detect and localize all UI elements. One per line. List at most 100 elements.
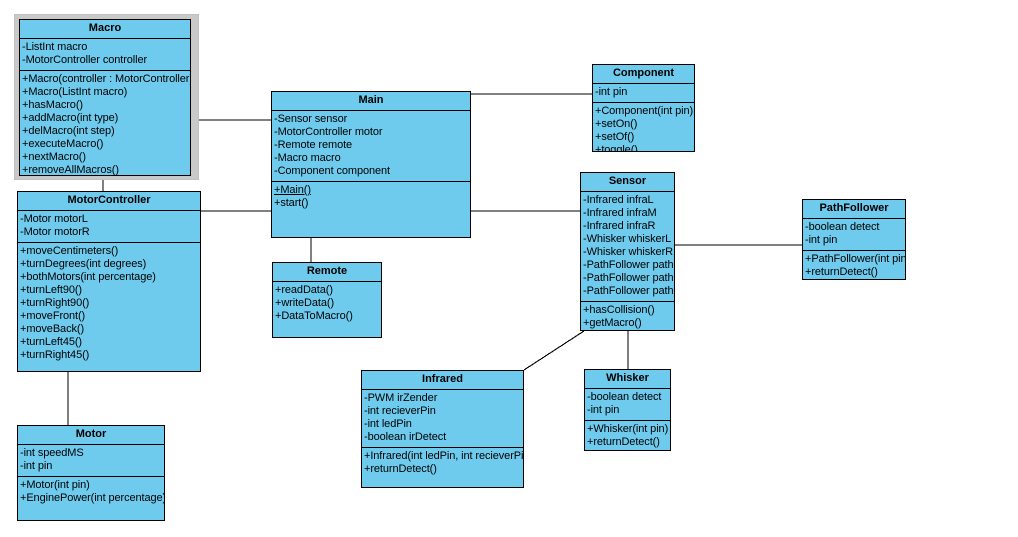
attribute: -boolean detect bbox=[805, 221, 880, 233]
class-box-whisker[interactable]: Whisker -boolean detect -int pin +Whiske… bbox=[584, 369, 671, 451]
class-attributes-macro: -ListInt macro -MotorController controll… bbox=[20, 39, 190, 71]
method: +getMacro() bbox=[583, 317, 642, 329]
assoc-sensor-infrared bbox=[523, 330, 585, 371]
class-box-infrared[interactable]: Infrared -PWM irZender -int recieverPin … bbox=[361, 370, 524, 488]
attribute: -Component component bbox=[274, 165, 391, 177]
class-attributes-motor: -int speedMS -int pin bbox=[18, 445, 164, 477]
attribute: -PathFollower pathM bbox=[583, 272, 675, 284]
method: +hasCollision() bbox=[583, 304, 655, 316]
attribute: -Whisker whiskerR bbox=[583, 246, 673, 258]
attribute: -Motor motorR bbox=[20, 226, 90, 238]
class-attributes-main: -Sensor sensor -MotorController motor -R… bbox=[272, 111, 470, 182]
method-static: +Main() bbox=[274, 184, 311, 196]
attribute: -Sensor sensor bbox=[274, 113, 348, 125]
method: +turnRight45() bbox=[20, 349, 90, 361]
attribute: -int speedMS bbox=[20, 447, 84, 459]
class-methods-pathfollower: +PathFollower(int pin) +returnDetect() bbox=[803, 251, 906, 279]
class-methods-component: +Component(int pin) +setOn() +setOf() +t… bbox=[593, 103, 694, 152]
attribute: -boolean irDetect bbox=[364, 431, 447, 443]
class-title-component: Component bbox=[593, 65, 694, 84]
attribute: -ListInt macro bbox=[22, 41, 88, 53]
class-title-macro: Macro bbox=[20, 20, 190, 39]
method: +Macro(controller : MotorController) bbox=[22, 73, 191, 85]
attribute: -PWM irZender bbox=[364, 392, 438, 404]
method: +hasMacro() bbox=[22, 99, 83, 111]
attribute: -int pin bbox=[805, 234, 838, 246]
class-box-macro[interactable]: Macro -ListInt macro -MotorController co… bbox=[19, 19, 191, 176]
method: +turnRight90() bbox=[20, 297, 90, 309]
method: +DataToMacro() bbox=[275, 310, 353, 322]
method: +addMacro(int type) bbox=[22, 112, 119, 124]
class-methods-sensor: +hasCollision() +getMacro() bbox=[581, 302, 674, 330]
class-box-remote[interactable]: Remote +readData() +writeData() +DataToM… bbox=[272, 262, 382, 338]
method: +turnDegrees(int degrees) bbox=[20, 258, 147, 270]
class-attributes-infrared: -PWM irZender -int recieverPin -int ledP… bbox=[362, 390, 523, 448]
attribute: -boolean detect bbox=[587, 391, 662, 403]
class-attributes-pathfollower: -boolean detect -int pin bbox=[803, 219, 905, 251]
class-title-main: Main bbox=[272, 92, 470, 111]
class-title-infrared: Infrared bbox=[362, 371, 523, 390]
method: +nextMacro() bbox=[22, 151, 86, 163]
method: +delMacro(int step) bbox=[22, 125, 115, 137]
class-methods-infrared: +Infrared(int ledPin, int recieverPin) +… bbox=[362, 448, 523, 479]
class-methods-motorcontroller: +moveCentimeters() +turnDegrees(int degr… bbox=[18, 243, 200, 365]
method: +readData() bbox=[275, 284, 333, 296]
attribute: -int pin bbox=[20, 460, 53, 472]
method: +setOn() bbox=[595, 118, 638, 130]
method: +writeData() bbox=[275, 297, 335, 309]
class-title-motor: Motor bbox=[18, 426, 164, 445]
method: +returnDetect() bbox=[364, 463, 437, 475]
class-title-whisker: Whisker bbox=[585, 370, 670, 389]
class-box-main[interactable]: Main -Sensor sensor -MotorController mot… bbox=[271, 91, 471, 238]
method: +Motor(int pin) bbox=[20, 479, 90, 491]
method: +PathFollower(int pin) bbox=[805, 253, 906, 265]
attribute: -Infrared infraR bbox=[583, 220, 656, 232]
method: +moveFront() bbox=[20, 310, 86, 322]
class-title-remote: Remote bbox=[273, 263, 381, 282]
class-box-component[interactable]: Component -int pin +Component(int pin) +… bbox=[592, 64, 695, 152]
class-methods-remote: +readData() +writeData() +DataToMacro() bbox=[273, 282, 381, 326]
method: +Infrared(int ledPin, int recieverPin) bbox=[364, 450, 524, 462]
method: +Macro(ListInt macro) bbox=[22, 86, 128, 98]
method: +EnginePower(int percentage) bbox=[20, 492, 165, 504]
class-box-pathfollower[interactable]: PathFollower -boolean detect -int pin +P… bbox=[802, 199, 906, 280]
class-methods-motor: +Motor(int pin) +EnginePower(int percent… bbox=[18, 477, 164, 508]
method: +executeMacro() bbox=[22, 138, 104, 150]
method: +turnLeft90() bbox=[20, 284, 82, 296]
attribute: -PathFollower pathR bbox=[583, 285, 675, 297]
class-methods-main: +Main() +start() bbox=[272, 182, 470, 213]
attribute: -MotorController controller bbox=[22, 54, 148, 66]
attribute: -int pin bbox=[587, 404, 620, 416]
class-box-motorcontroller[interactable]: MotorController -Motor motorL -Motor mot… bbox=[17, 191, 201, 372]
attribute: -int ledPin bbox=[364, 418, 412, 430]
attribute: -PathFollower pathL bbox=[583, 259, 675, 271]
method: +moveBack() bbox=[20, 323, 85, 335]
class-methods-whisker: +Whisker(int pin) +returnDetect() bbox=[585, 421, 670, 450]
class-box-motor[interactable]: Motor -int speedMS -int pin +Motor(int p… bbox=[17, 425, 165, 521]
class-title-motorcontroller: MotorController bbox=[18, 192, 200, 211]
method: +turnLeft45() bbox=[20, 336, 82, 348]
method: +Component(int pin) bbox=[595, 105, 694, 117]
attribute: -Remote remote bbox=[274, 139, 353, 151]
method: +removeAllMacros() bbox=[22, 164, 119, 176]
method: +moveCentimeters() bbox=[20, 245, 119, 257]
attribute: -Infrared infraM bbox=[583, 207, 657, 219]
attribute: -Whisker whiskerL bbox=[583, 233, 672, 245]
method: +Whisker(int pin) bbox=[587, 423, 669, 435]
class-attributes-component: -int pin bbox=[593, 84, 694, 103]
method: +start() bbox=[274, 197, 309, 209]
attribute: -Motor motorL bbox=[20, 213, 88, 225]
method: +returnDetect() bbox=[587, 436, 660, 448]
method: +toggle() bbox=[595, 144, 638, 152]
attribute: -int recieverPin bbox=[364, 405, 436, 417]
class-methods-macro: +Macro(controller : MotorController) +Ma… bbox=[20, 71, 191, 176]
attribute: -MotorController motor bbox=[274, 126, 383, 138]
class-attributes-motorcontroller: -Motor motorL -Motor motorR bbox=[18, 211, 200, 243]
method: +bothMotors(int percentage) bbox=[20, 271, 156, 283]
attribute: -int pin bbox=[595, 86, 628, 98]
attribute: -Infrared infraL bbox=[583, 194, 654, 206]
class-attributes-whisker: -boolean detect -int pin bbox=[585, 389, 670, 421]
class-box-sensor[interactable]: Sensor -Infrared infraL -Infrared infraM… bbox=[580, 172, 675, 331]
class-attributes-sensor: -Infrared infraL -Infrared infraM -Infra… bbox=[581, 192, 674, 302]
